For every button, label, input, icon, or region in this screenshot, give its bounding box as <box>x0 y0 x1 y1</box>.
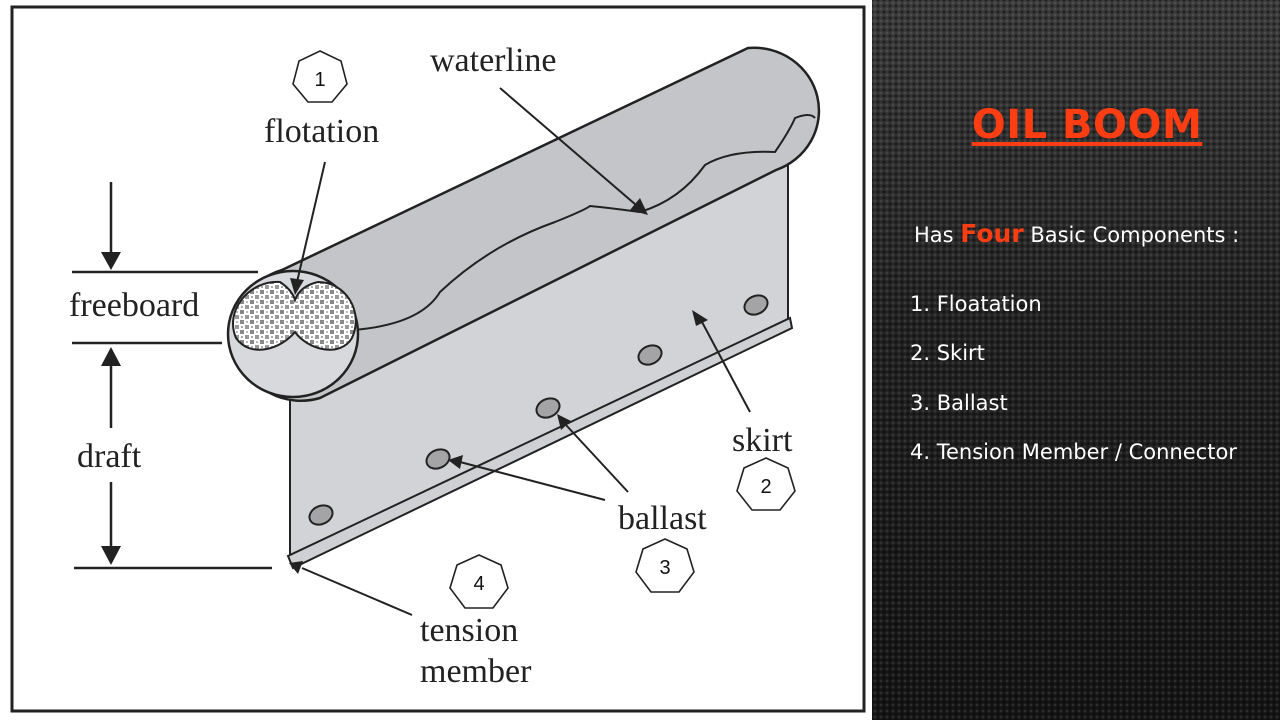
badge-tension-member: 4 <box>449 554 509 609</box>
ballast-weight <box>425 448 451 470</box>
flotation-pointer <box>290 161 326 295</box>
waterline-pointer <box>499 87 648 215</box>
tension-member-pointer <box>289 561 413 616</box>
skirt-pointer <box>692 310 751 413</box>
list-item: 1. Floatation <box>910 292 1042 316</box>
badge-number: 3 <box>659 557 670 579</box>
list-item: 2. Skirt <box>910 341 985 366</box>
draft-label: draft <box>77 438 142 475</box>
diagram-frame <box>10 5 866 713</box>
info-panel: OIL BOOM Has Four Basic Components : 1. … <box>872 0 1280 720</box>
ballast-weight <box>743 294 769 316</box>
badge-flotation: 1 <box>292 50 348 103</box>
components-subtitle: Has Four Basic Components : <box>914 219 1239 248</box>
waterline-label: waterline <box>430 42 557 79</box>
waterline-edge <box>351 114 816 331</box>
list-item: 3. Ballast <box>910 390 1008 415</box>
ballast-weight <box>308 504 334 526</box>
tension-member-label-line2: member <box>420 653 532 690</box>
badge-skirt: 2 <box>736 457 796 511</box>
component-list: 1. Floatation 2. Skirt 3. Ballast 4. Ten… <box>910 292 1237 490</box>
subtitle-highlight: Four <box>960 219 1024 248</box>
draft-arrow <box>101 347 121 565</box>
badge-ballast: 3 <box>635 538 695 593</box>
ballast-label: ballast <box>618 500 707 537</box>
freeboard-arrow <box>101 182 121 270</box>
list-item: 4. Tension Member / Connector <box>910 440 1237 465</box>
badge-number: 2 <box>760 476 771 498</box>
badge-number: 4 <box>473 573 484 595</box>
freeboard-label: freeboard <box>69 287 199 324</box>
flotation-foam-section <box>232 280 357 351</box>
slide-title: OIL BOOM <box>971 102 1203 148</box>
skirt-label: skirt <box>732 422 793 459</box>
subtitle-prefix: Has <box>914 223 961 247</box>
ballast-weight <box>637 344 663 366</box>
badge-number: 1 <box>314 69 325 91</box>
tension-member-label-line1: tension <box>420 612 518 649</box>
oil-boom-diagram: waterline flotation freeboard draft skir… <box>10 5 866 713</box>
ballast-pointer <box>448 414 629 501</box>
subtitle-suffix: Basic Components : <box>1023 223 1240 247</box>
flotation-label: flotation <box>264 113 379 150</box>
diagram-panel: waterline flotation freeboard draft skir… <box>0 0 872 720</box>
ballast-weight <box>535 397 561 419</box>
